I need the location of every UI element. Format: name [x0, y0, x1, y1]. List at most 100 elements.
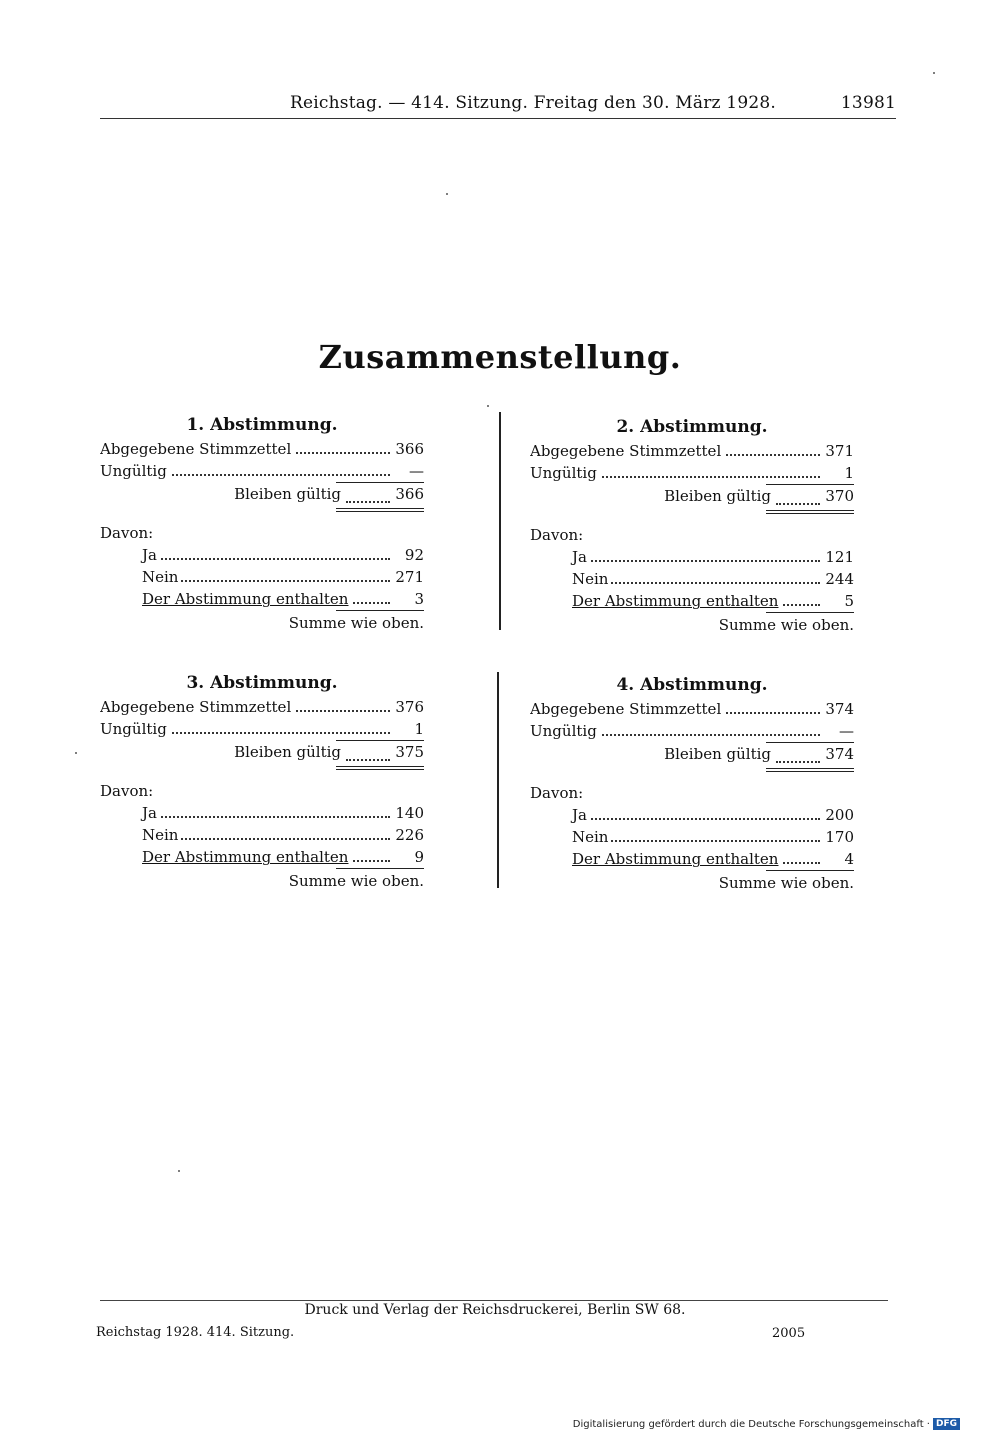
row-davon: Davon: — [100, 780, 424, 802]
value: 366 — [391, 483, 424, 505]
value: 92 — [391, 544, 424, 566]
scan-speck — [446, 193, 448, 195]
value: 374 — [821, 743, 854, 765]
page-number: 13981 — [840, 93, 896, 113]
label: Ja — [572, 546, 590, 568]
row-ungueltig: Ungültig — — [100, 460, 424, 482]
value: 5 — [821, 590, 854, 612]
label: Davon: — [530, 782, 587, 804]
label: Nein — [572, 826, 612, 848]
sum-line — [336, 868, 424, 869]
vote-block-2: 2. Abstimmung. Abgegebene Stimmzettel 371… — [530, 414, 854, 637]
sum-line — [766, 484, 854, 485]
label: Nein — [572, 568, 612, 590]
row-davon: Davon: — [530, 782, 854, 804]
vote-title: 3. Abstimmung. — [186, 673, 338, 693]
summe-note: Summe wie oben. — [718, 874, 854, 892]
row-bleiben: Bleiben gültig 366 — [100, 483, 424, 509]
value: 366 — [391, 438, 424, 460]
row-nein: Nein 170 — [530, 826, 854, 848]
dfg-logo-icon: DFG — [932, 1418, 960, 1430]
summe-note: Summe wie oben. — [288, 614, 424, 632]
page-header: Reichstag. — 414. Sitzung. Freitag den 3… — [100, 92, 896, 114]
label: Abgegebene Stimmzettel — [530, 440, 725, 462]
vote-block-3: 3. Abstimmung. Abgegebene Stimmzettel 376… — [100, 670, 424, 893]
value: 371 — [821, 440, 854, 462]
value: 370 — [821, 485, 854, 507]
row-abgegebene: Abgegebene Stimmzettel 371 — [530, 440, 854, 462]
scan-speck — [933, 72, 935, 74]
scan-speck — [487, 405, 489, 407]
value: — — [821, 720, 854, 742]
value: 375 — [391, 741, 424, 763]
label: Nein — [142, 566, 182, 588]
vote-title: 1. Abstimmung. — [186, 415, 338, 435]
label: Abgegebene Stimmzettel — [530, 698, 725, 720]
row-enthalten: Der Abstimmung enthalten 5 — [530, 590, 854, 612]
value: 200 — [821, 804, 854, 826]
label: Davon: — [530, 524, 587, 546]
label: Nein — [142, 824, 182, 846]
label: Bleiben gültig — [234, 483, 344, 505]
value: 3 — [391, 588, 424, 610]
label: Ja — [142, 544, 160, 566]
row-nein: Nein 271 — [100, 566, 424, 588]
value: 271 — [391, 566, 424, 588]
scan-speck — [75, 752, 77, 754]
row-davon: Davon: — [100, 522, 424, 544]
label: Abgegebene Stimmzettel — [100, 696, 295, 718]
value: 9 — [391, 846, 424, 868]
label: Davon: — [100, 522, 157, 544]
row-bleiben: Bleiben gültig 374 — [530, 743, 854, 769]
summe-note: Summe wie oben. — [288, 872, 424, 890]
footer-rule — [100, 1300, 888, 1301]
header-rule — [100, 118, 896, 119]
value: 170 — [821, 826, 854, 848]
digitization-text: Digitalisierung gefördert durch die Deut… — [572, 1418, 930, 1430]
sum-line — [766, 870, 854, 871]
sum-line — [766, 742, 854, 743]
value: 1 — [821, 462, 854, 484]
label: Davon: — [100, 780, 157, 802]
vote-title: 4. Abstimmung. — [616, 675, 768, 695]
footer-left: Reichstag 1928. 414. Sitzung. — [96, 1325, 295, 1340]
label: Bleiben gültig — [664, 743, 774, 765]
footer-right: 2005 — [772, 1326, 806, 1341]
double-rule — [336, 508, 424, 512]
double-rule — [336, 766, 424, 770]
row-enthalten: Der Abstimmung enthalten 3 — [100, 588, 424, 610]
row-ja: Ja 92 — [100, 544, 424, 566]
summe-note: Summe wie oben. — [718, 616, 854, 634]
row-enthalten: Der Abstimmung enthalten 4 — [530, 848, 854, 870]
double-rule — [766, 768, 854, 772]
value: 376 — [391, 696, 424, 718]
value: 226 — [391, 824, 424, 846]
label: Der Abstimmung enthalten — [142, 588, 352, 610]
sum-line — [336, 740, 424, 741]
value: 4 — [821, 848, 854, 870]
column-divider-bottom — [497, 672, 499, 888]
printer-imprint: Druck und Verlag der Reichsdruckerei, Be… — [304, 1302, 686, 1318]
value: 140 — [391, 802, 424, 824]
value: — — [391, 460, 424, 482]
row-nein: Nein 226 — [100, 824, 424, 846]
row-enthalten: Der Abstimmung enthalten 9 — [100, 846, 424, 868]
label: Der Abstimmung enthalten — [142, 846, 352, 868]
value: 1 — [391, 718, 424, 740]
vote-title: 2. Abstimmung. — [616, 417, 768, 437]
label: Der Abstimmung enthalten — [572, 590, 782, 612]
scan-speck — [178, 1170, 180, 1172]
label: Ja — [572, 804, 590, 826]
label: Ungültig — [100, 460, 170, 482]
row-ja: Ja 200 — [530, 804, 854, 826]
label: Der Abstimmung enthalten — [572, 848, 782, 870]
